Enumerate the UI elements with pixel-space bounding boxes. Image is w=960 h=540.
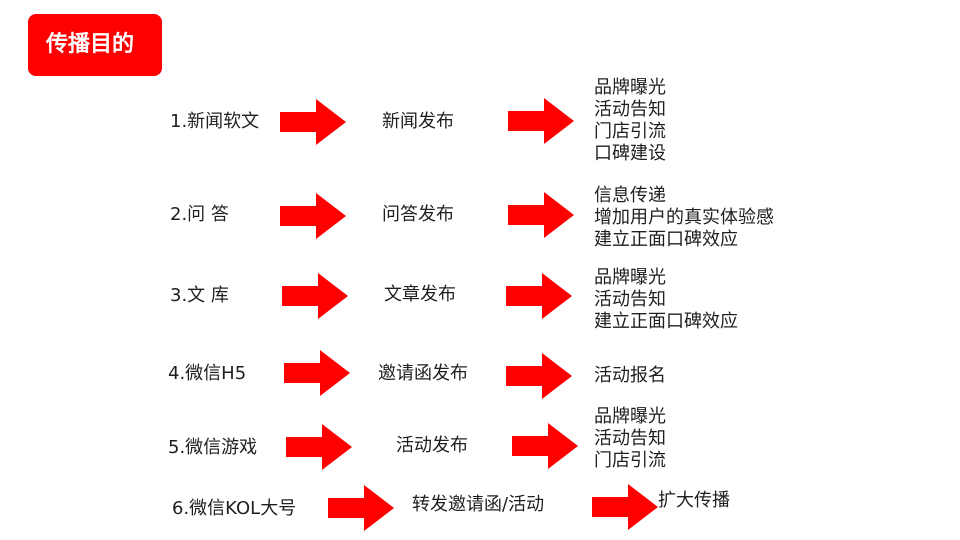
- purpose-item: 品牌曝光: [594, 406, 666, 427]
- purpose-list-4: 活动报名: [594, 365, 666, 387]
- arrow-icon: [280, 193, 346, 239]
- arrow-icon: [508, 192, 574, 238]
- purpose-item: 品牌曝光: [594, 267, 666, 288]
- purpose-list-6: 扩大传播: [658, 490, 730, 512]
- purpose-item: 口碑建设: [594, 143, 666, 164]
- arrow-icon: [512, 423, 578, 469]
- arrow-icon: [592, 484, 658, 530]
- purpose-item: 品牌曝光: [594, 77, 666, 98]
- purpose-item: 扩大传播: [658, 490, 730, 511]
- purpose-item: 信息传递: [594, 185, 666, 206]
- arrow-icon: [280, 99, 346, 145]
- channel-label-3: 3.文 库: [170, 285, 229, 306]
- channel-label-6: 6.微信KOL大号: [172, 498, 297, 519]
- purpose-item: 活动告知: [594, 289, 666, 310]
- purpose-item: 门店引流: [594, 450, 666, 471]
- purpose-item: 增加用户的真实体验感: [594, 207, 774, 228]
- purpose-list-2: 信息传递 增加用户的真实体验感 建立正面口碑效应: [594, 185, 774, 251]
- arrow-icon: [286, 424, 352, 470]
- arrow-icon: [282, 273, 348, 319]
- action-label-1: 新闻发布: [382, 111, 454, 132]
- channel-label-5: 5.微信游戏: [168, 437, 258, 458]
- channel-label-4: 4.微信H5: [168, 363, 247, 384]
- channel-label-2: 2.问 答: [170, 204, 229, 225]
- channel-label-1: 1.新闻软文: [170, 111, 260, 132]
- purpose-list-3: 品牌曝光 活动告知 建立正面口碑效应: [594, 267, 738, 333]
- arrow-icon: [506, 273, 572, 319]
- purpose-item: 建立正面口碑效应: [594, 229, 738, 250]
- arrow-icon: [506, 353, 572, 399]
- purpose-item: 活动告知: [594, 99, 666, 120]
- purpose-item: 活动报名: [594, 365, 666, 386]
- arrow-icon: [284, 350, 350, 396]
- action-label-4: 邀请函发布: [378, 363, 468, 384]
- arrow-icon: [328, 485, 394, 531]
- purpose-item: 建立正面口碑效应: [594, 311, 738, 332]
- action-label-6: 转发邀请函/活动: [412, 494, 545, 515]
- purpose-item: 活动告知: [594, 428, 666, 449]
- purpose-list-1: 品牌曝光 活动告知 门店引流 口碑建设: [594, 77, 666, 165]
- action-label-2: 问答发布: [382, 204, 454, 225]
- purpose-list-5: 品牌曝光 活动告知 门店引流: [594, 406, 666, 472]
- purpose-item: 门店引流: [594, 121, 666, 142]
- action-label-5: 活动发布: [396, 435, 468, 456]
- arrow-icon: [508, 98, 574, 144]
- page-title: 传播目的: [28, 14, 162, 76]
- action-label-3: 文章发布: [384, 284, 456, 305]
